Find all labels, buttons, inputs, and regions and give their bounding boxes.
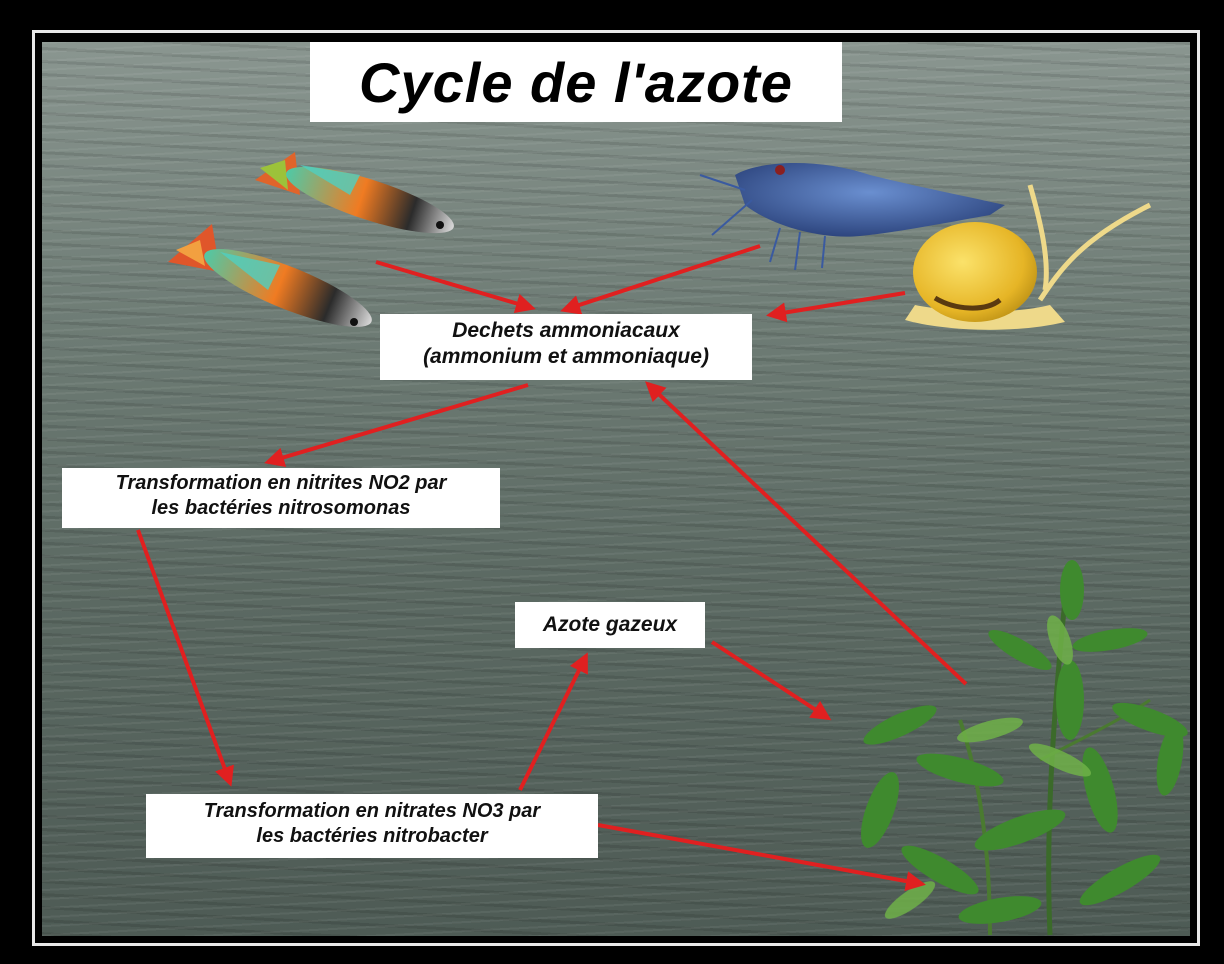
guppy-fish-1 — [255, 152, 454, 234]
arrow-snail-to-dechets — [766, 291, 906, 323]
label-nitrates: Transformation en nitrates NO3 par les b… — [146, 794, 598, 858]
label-nitrates-line-2: les bactéries nitrobacter — [256, 825, 488, 847]
aquatic-plant — [861, 560, 1188, 936]
arrow-nitrates-to-plant — [597, 823, 926, 891]
frame-border — [32, 30, 1200, 946]
arrow-plant-to-dechets — [645, 381, 968, 686]
title-box: Cycle de l'azote — [310, 42, 842, 122]
label-dechets-line-1: Dechets ammoniacaux — [452, 319, 680, 342]
label-nitrites-line-1: Transformation en nitrites NO2 par — [115, 472, 447, 494]
page-title: Cycle de l'azote — [359, 50, 793, 114]
arrow-nitrites-to-nitrates — [136, 529, 234, 787]
yellow-snail — [905, 184, 1152, 330]
label-dechets-ammoniacaux: Dechets ammoniacaux (ammonium et ammonia… — [380, 314, 752, 380]
label-dechets-line-2: (ammonium et ammoniaque) — [423, 345, 709, 369]
label-azote-gazeux: Azote gazeux — [515, 602, 705, 648]
guppy-fish-2 — [168, 224, 372, 327]
label-nitrates-line-1: Transformation en nitrates NO3 par — [203, 800, 541, 822]
arrow-shrimp-to-dechets — [560, 244, 761, 315]
blue-shrimp — [699, 162, 1005, 271]
arrow-fish-to-dechets — [375, 260, 536, 314]
label-nitrites: Transformation en nitrites NO2 par les b… — [62, 468, 500, 528]
label-nitrites-line-2: les bactéries nitrosomonas — [151, 497, 411, 519]
arrow-nitrates-to-azote — [518, 652, 588, 791]
arrow-dechets-to-nitrites — [264, 383, 529, 468]
arrow-azote-to-plant — [710, 640, 832, 721]
